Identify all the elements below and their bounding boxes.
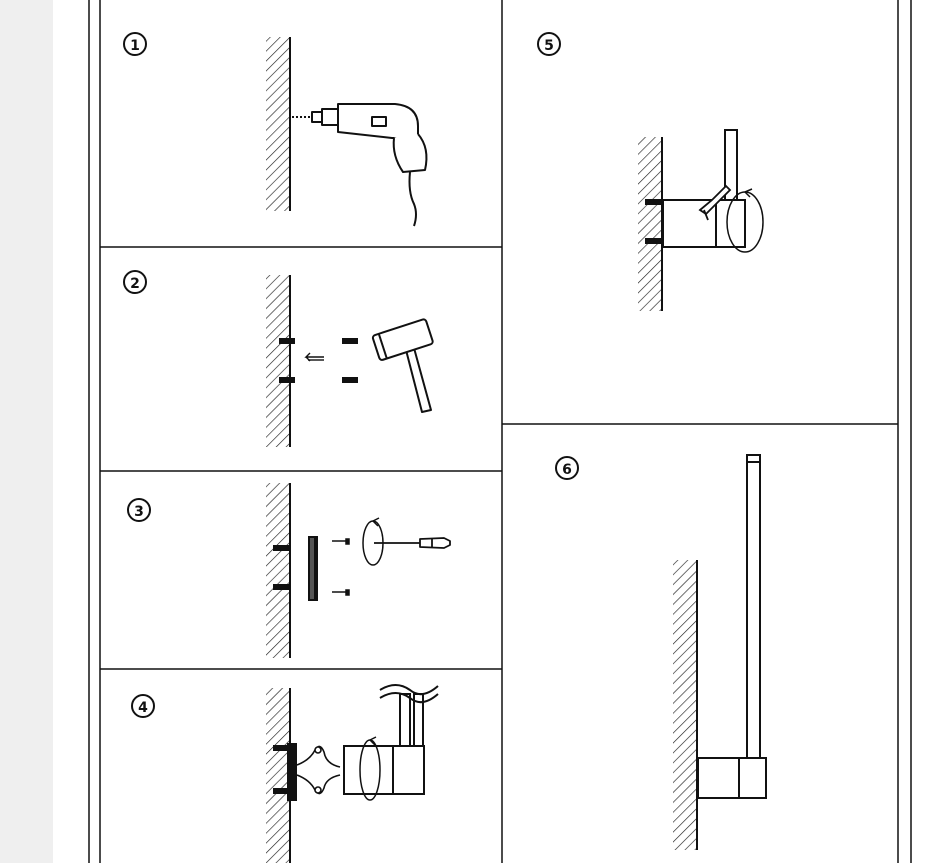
anchor-plug: [279, 338, 358, 383]
rotate-arrow: [362, 517, 384, 566]
panel-step-4: [266, 684, 439, 863]
instruction-sheet: 1 2 3 4 5 6: [53, 0, 936, 863]
step-number-2: 2: [123, 270, 147, 294]
panel-step-1: [266, 37, 428, 227]
wall-section: [673, 560, 698, 850]
step-number-5: 5: [537, 32, 561, 56]
wall-section: [266, 275, 291, 447]
panel-step-5: [638, 129, 764, 311]
hex-key-icon: [698, 184, 732, 221]
step-number-3: 3: [127, 498, 151, 522]
step-number-4: 4: [131, 694, 155, 718]
panel-step-3: [266, 483, 451, 658]
step-number-1: 1: [123, 32, 147, 56]
wall-section: [266, 688, 291, 863]
anchor-plug: [273, 545, 289, 590]
screw: [332, 538, 350, 596]
screwdriver-icon: [374, 537, 451, 549]
wall-section: [638, 137, 663, 311]
drill-icon: [292, 103, 428, 227]
lamp-base: [662, 129, 746, 248]
mounting-plate: [308, 536, 318, 601]
insert-arrow: [304, 352, 324, 362]
lamp-base: [343, 684, 439, 801]
anchor-plug: [645, 199, 663, 244]
mounting-plate: [273, 743, 297, 801]
hammer-icon: [371, 318, 434, 413]
left-gutter: [0, 0, 53, 863]
wire-connect-icon: [296, 745, 341, 795]
step-number-6: 6: [555, 456, 579, 480]
panel-step-2: [266, 275, 434, 447]
rotate-arrow: [726, 188, 764, 253]
wall-section: [266, 483, 291, 658]
panel-step-6: [673, 454, 767, 850]
installation-diagram: [88, 0, 912, 863]
wall-section: [266, 37, 291, 211]
installed-lamp-icon: [697, 454, 767, 799]
panel-grid: [88, 0, 912, 863]
